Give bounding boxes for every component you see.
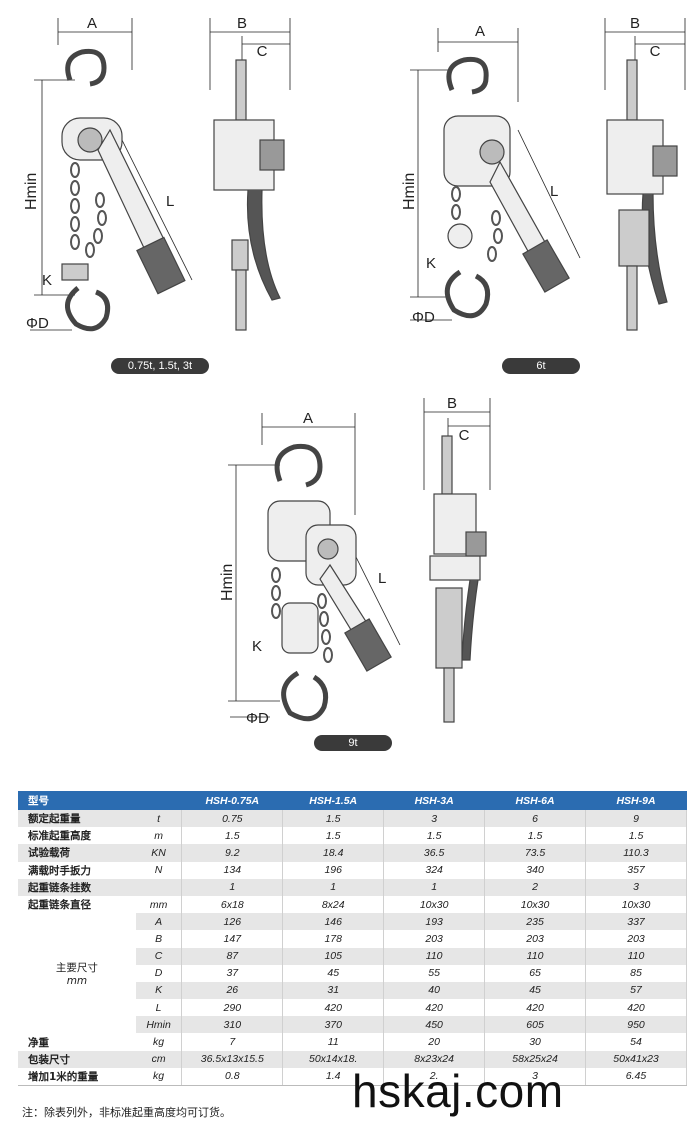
header-model: HSH-6A bbox=[484, 791, 586, 810]
dimension-group-title: 主要尺寸 bbox=[55, 961, 98, 974]
header-model: HSH-3A bbox=[383, 791, 485, 810]
dim-label-b: B bbox=[630, 15, 640, 32]
dim-label-k: K bbox=[42, 272, 52, 289]
dim-label-b: B bbox=[237, 15, 247, 32]
dim-label-a: A bbox=[87, 15, 97, 32]
spec-table: 型号 HSH-0.75A HSH-1.5A HSH-3A HSH-6A HSH-… bbox=[18, 791, 687, 1086]
large-hoist-front-drawing: A L K ΦD Hmin bbox=[219, 410, 401, 725]
dim-label-hmin: Hmin bbox=[23, 173, 40, 210]
large-hoist-side-drawing: B C bbox=[423, 395, 491, 723]
dimension-group-unit: mm bbox=[66, 974, 88, 987]
dim-label-b: B bbox=[447, 395, 457, 412]
dim-label-d: ΦD bbox=[26, 315, 49, 332]
medium-hoist-front-drawing: A L K ΦD Hmin bbox=[401, 23, 581, 326]
dim-label-l: L bbox=[166, 193, 174, 210]
dim-label-d: ΦD bbox=[412, 309, 435, 326]
header-model: HSH-1.5A bbox=[282, 791, 384, 810]
table-header-row: 型号 HSH-0.75A HSH-1.5A HSH-3A HSH-6A HSH-… bbox=[18, 791, 687, 810]
dim-label-c: C bbox=[459, 427, 470, 444]
dim-label-d: ΦD bbox=[246, 710, 269, 725]
header-model-label: 型号 bbox=[18, 791, 182, 810]
dim-label-c: C bbox=[650, 43, 661, 60]
footnote: 注：除表列外，非标准起重高度均可订货。 bbox=[22, 1106, 231, 1119]
dimension-group-label: 主要尺寸 mm bbox=[18, 913, 136, 1034]
dim-label-a: A bbox=[475, 23, 485, 40]
small-hoist-side-drawing: B C bbox=[209, 15, 291, 331]
caption-large: 9t bbox=[314, 735, 392, 751]
caption-small: 0.75t, 1.5t, 3t bbox=[111, 358, 209, 374]
dim-label-hmin: Hmin bbox=[219, 564, 236, 601]
header-model: HSH-0.75A bbox=[181, 791, 283, 810]
header-model: HSH-9A bbox=[585, 791, 687, 810]
dim-label-hmin: Hmin bbox=[401, 173, 418, 210]
small-hoist-front-drawing: A L K ΦD Hmin bbox=[23, 15, 193, 332]
dim-label-a: A bbox=[303, 410, 313, 427]
caption-medium: 6t bbox=[502, 358, 580, 374]
dim-label-k: K bbox=[426, 255, 436, 272]
dim-label-c: C bbox=[257, 43, 268, 60]
dim-label-l: L bbox=[550, 183, 558, 200]
medium-hoist-side-drawing: B C bbox=[604, 15, 686, 331]
dim-label-k: K bbox=[252, 638, 262, 655]
watermark-text: hskaj.com bbox=[352, 1065, 564, 1117]
dim-label-l: L bbox=[378, 570, 386, 587]
